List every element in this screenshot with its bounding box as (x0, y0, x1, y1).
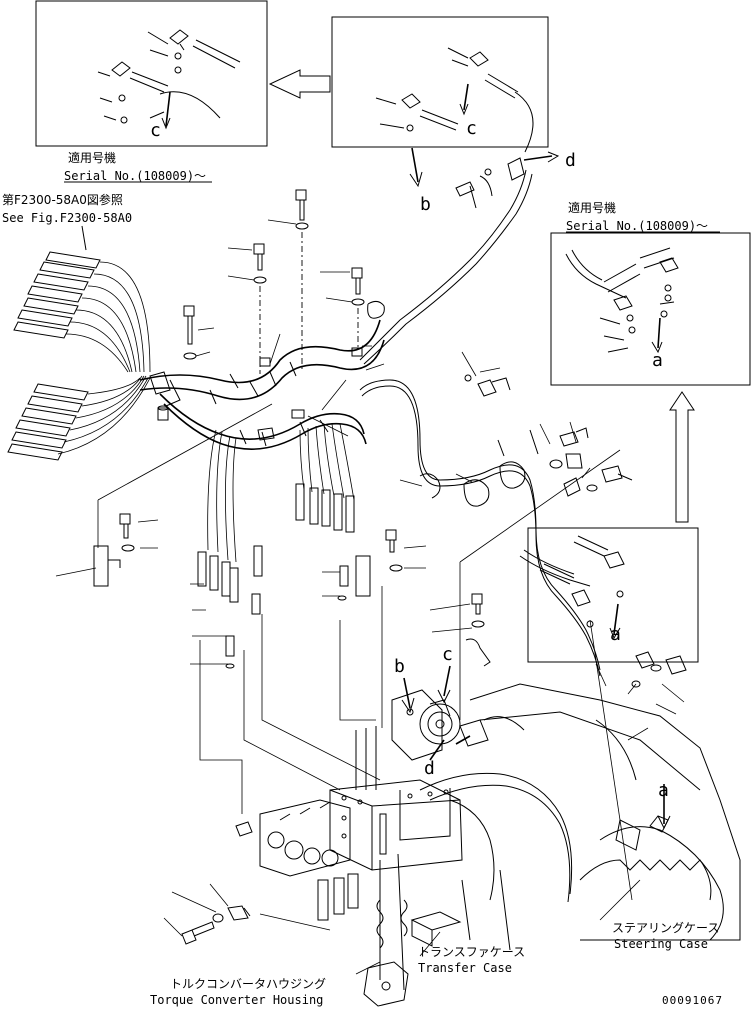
bolt-stack (183, 189, 385, 360)
connector-bundle-lower (7, 375, 151, 461)
torque-converter-label: トルクコンバータハウジング Torque Converter Housing (150, 961, 381, 1007)
see-fig-jp: 第F2300-58A0図参照 (2, 192, 123, 207)
transfer-case-label: トランスファケース Transfer Case (418, 931, 525, 975)
detail-box-top-left: c (35, 0, 268, 147)
svg-text:トルクコンバータハウジング: トルクコンバータハウジング (170, 977, 326, 991)
connector-bundle-upper (13, 251, 151, 373)
serial-label-left: Serial No.(108009)～ (64, 169, 206, 183)
label-d-bottom: d (424, 758, 435, 779)
detail-box-mid-right: a (519, 527, 699, 663)
svg-text:Steering Case: Steering Case (614, 937, 708, 951)
serial-label-right: Serial No.(108009)～ (566, 219, 708, 233)
detail-box-right: a (550, 232, 751, 386)
see-fig-en: See Fig.F2300-58A0 (2, 211, 132, 225)
label-c-top-center: c (466, 118, 477, 139)
label-a-right-box: a (652, 350, 663, 371)
detail-box-top-center: c (331, 16, 549, 153)
svg-text:Transfer Case: Transfer Case (418, 961, 512, 975)
drawing-number: 00091067 (662, 994, 723, 1007)
svg-text:トランスファケース: トランスファケース (418, 945, 525, 959)
label-c-bottom: c (442, 644, 453, 665)
applicable-label-left: 適用号機 (68, 150, 116, 165)
label-a-mid-box: a (610, 624, 621, 645)
label-a-bottom: a (658, 780, 669, 801)
steering-case-label: ステアリングケース Steering Case (599, 879, 719, 951)
svg-text:ステアリングケース: ステアリングケース (612, 921, 719, 935)
wire-harness (139, 169, 601, 677)
label-d-top: d (565, 150, 576, 171)
label-c-top-left: c (150, 120, 161, 141)
transmission-assembly: a (163, 663, 741, 1007)
svg-text:Torque Converter Housing: Torque Converter Housing (150, 993, 323, 1007)
valve-fittings (93, 483, 687, 688)
arrow-left-icon (268, 69, 331, 99)
label-b-bottom: b (394, 656, 405, 677)
arrow-up-icon (669, 391, 695, 523)
applicable-label-right: 適用号機 (568, 200, 616, 215)
label-b-top: b (420, 194, 431, 215)
